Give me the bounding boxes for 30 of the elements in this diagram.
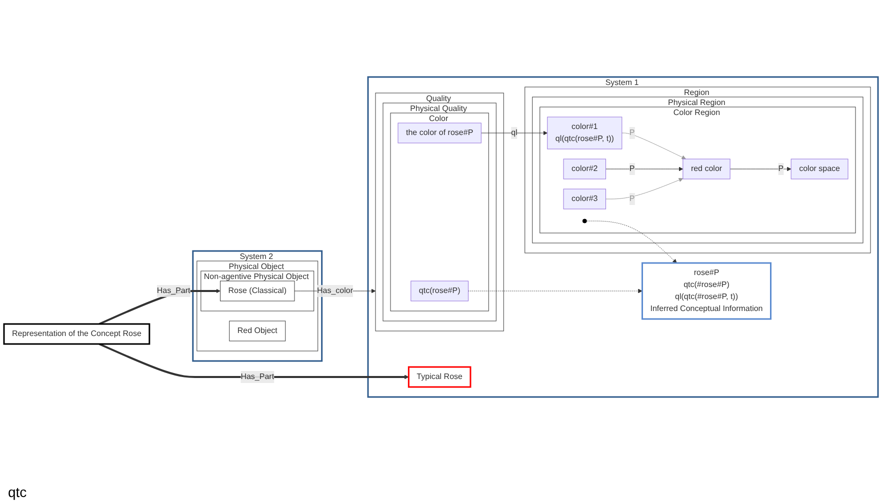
node-box: Typical Rose (408, 366, 472, 388)
arrow (98, 343, 409, 380)
edge-label: ql (511, 128, 518, 138)
arrow (468, 288, 642, 294)
edge-label: P (629, 194, 635, 203)
arrow (606, 178, 684, 200)
node-box: color#3 (563, 188, 606, 210)
arrow (480, 130, 548, 136)
arrow (586, 220, 677, 264)
arrow (606, 166, 684, 172)
node-box: Red Object (229, 320, 286, 342)
edge-label: Has_Part (156, 286, 190, 295)
edge-label: Has_color (316, 286, 354, 295)
arrow (622, 132, 686, 160)
node-box: Rose (Classical) (220, 280, 295, 302)
node-box: rose#P qtc(#rose#P) ql(qtc(#rose#P, t)) Inferred Conceptual Information (642, 262, 772, 320)
node-box: color#1 ql(qtc(rose#P, t)) (547, 116, 622, 150)
node-box: color space (790, 158, 848, 180)
note-text: qtc (8, 484, 27, 500)
node-box: Representation of the Concept Rose (3, 323, 150, 345)
node-box: the color of rose#P (398, 122, 482, 144)
node-box: qtc(rose#P) (410, 280, 468, 302)
node-box: color#2 (563, 158, 606, 180)
edge-label: P (778, 164, 784, 173)
arrow (730, 166, 792, 172)
edge-label: Has_Part (240, 372, 274, 381)
edge-label: P (629, 164, 635, 173)
edge-label: P (629, 128, 635, 138)
node-circle (582, 218, 587, 224)
node-box: red color (682, 158, 730, 180)
